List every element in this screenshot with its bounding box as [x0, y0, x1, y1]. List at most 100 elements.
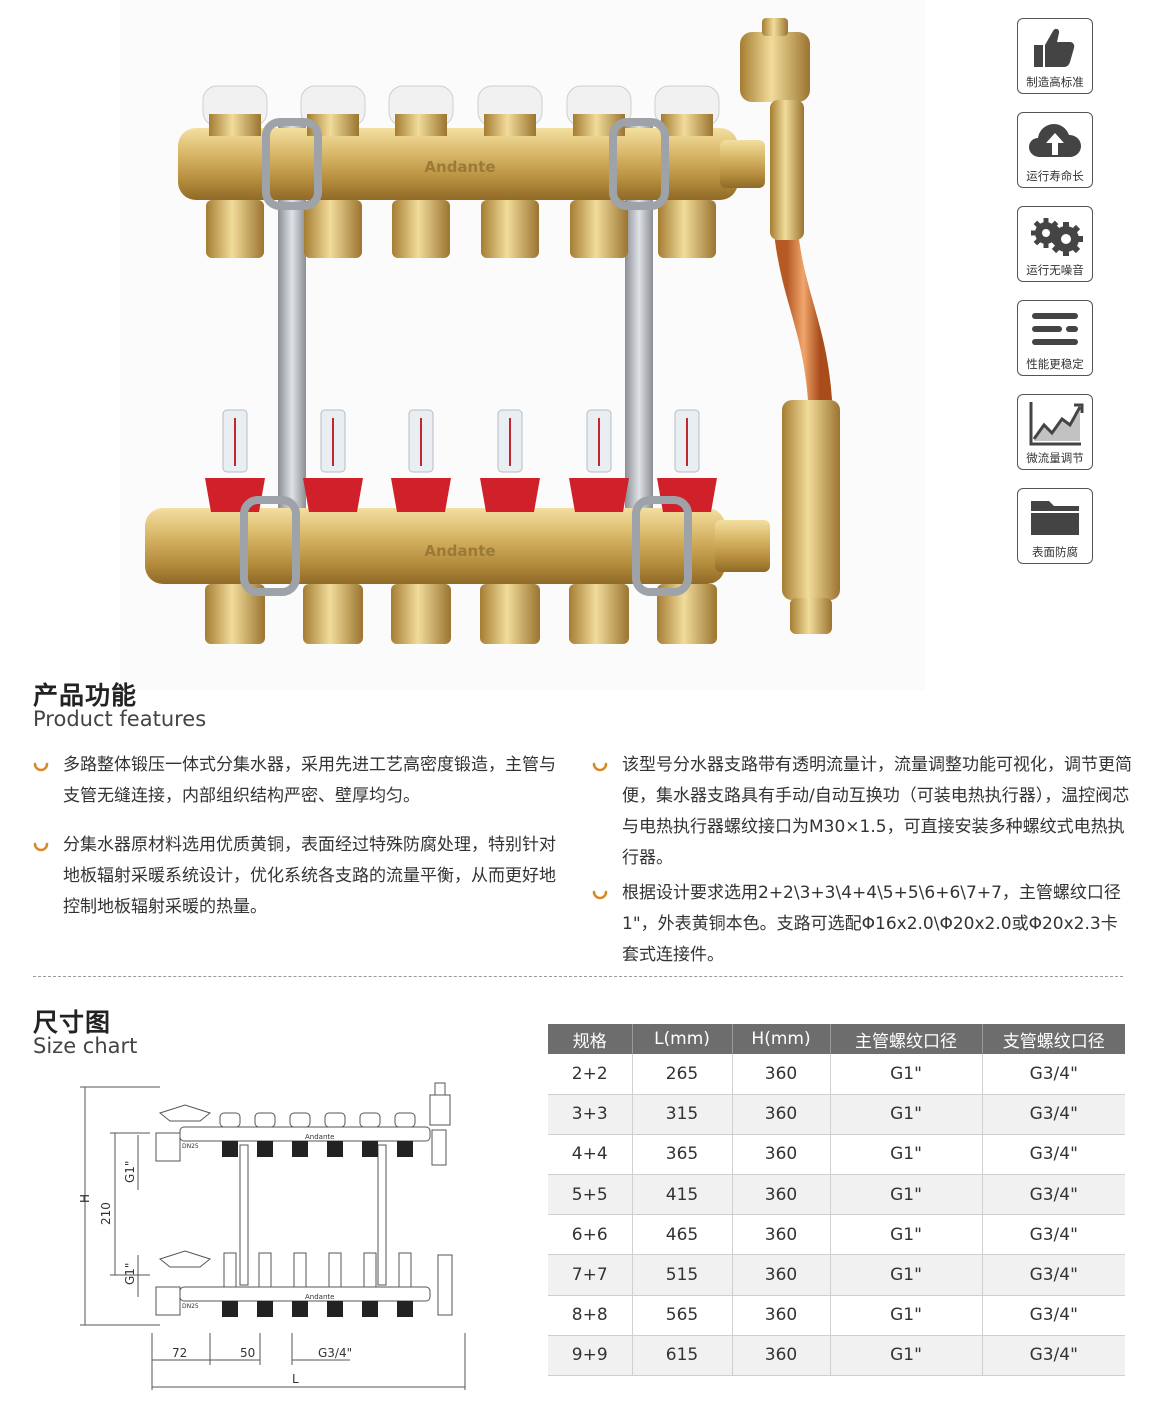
top-outlet-port	[658, 200, 716, 258]
brand-engraving-bottom: Andante	[424, 542, 495, 560]
diagram-bottom-port	[257, 1301, 273, 1317]
top-clamp-left	[262, 118, 322, 210]
size-diagram: H 210 G1" G1" 72 50 G3/4" L Andante Anda…	[60, 1075, 530, 1395]
table-header-row: 规格 L(mm) H(mm) 主管螺纹口径 支管螺纹口径	[548, 1024, 1125, 1054]
diagram-top-port	[292, 1141, 308, 1157]
diagram-top-port	[327, 1141, 343, 1157]
top-outlet-port	[206, 200, 264, 258]
diagram-top-cap	[219, 1112, 241, 1128]
diagram-top-port	[397, 1141, 413, 1157]
diagram-bottom-port	[327, 1301, 343, 1317]
trend-chart-icon	[1026, 399, 1084, 447]
bullet-icon	[33, 838, 49, 854]
bottom-outlet-port	[480, 584, 540, 644]
bracket-left	[278, 120, 306, 540]
diagram-top-cap	[324, 1112, 346, 1128]
red-valve-cap	[205, 478, 265, 512]
diagram-flowmeter	[293, 1252, 307, 1288]
lines-icon	[1026, 305, 1084, 353]
top-outlet-port	[304, 200, 362, 258]
dim-l: L	[292, 1372, 299, 1386]
features-title-en: Product features	[33, 707, 207, 731]
red-valve-cap	[303, 478, 363, 512]
top-outlet-port	[570, 200, 628, 258]
bullet-icon	[33, 758, 49, 774]
diagram-top-port	[222, 1141, 238, 1157]
col-h: H(mm)	[732, 1024, 831, 1054]
dim-72: 72	[172, 1346, 187, 1360]
diagram-dn-bottom: DN25	[182, 1303, 199, 1310]
badge-micro-flow: 微流量调节	[1017, 394, 1093, 470]
red-valve-cap	[480, 478, 540, 512]
bottom-outlet-port	[303, 584, 363, 644]
air-vent-stem	[770, 100, 804, 240]
diagram-flowmeter	[223, 1252, 237, 1288]
cloud-upload-icon	[1026, 117, 1084, 165]
copper-pipe	[775, 228, 832, 412]
badge-anti-corrosion: 表面防腐	[1017, 488, 1093, 564]
bracket-right	[625, 120, 653, 540]
diagram-top-port	[362, 1141, 378, 1157]
drain-cap	[790, 598, 832, 634]
feature-item: 多路整体锻压一体式分集水器，采用先进工艺高密度锻造，主管与支管无缝连接，内部组织…	[33, 750, 563, 812]
dim-g1-bottom: G1"	[123, 1263, 137, 1285]
diagram-top-port	[257, 1141, 273, 1157]
thumbs-up-icon	[1026, 23, 1084, 71]
feature-item: 该型号分水器支路带有透明流量计，流量调整功能可视化，调节更简便，集水器支路具有手…	[592, 750, 1132, 874]
dim-50: 50	[240, 1346, 255, 1360]
diagram-brand-top: Andante	[305, 1133, 334, 1141]
red-valve-cap	[391, 478, 451, 512]
bottom-clamp-left	[240, 496, 300, 596]
top-valve-neck	[484, 114, 536, 136]
ball-valve-body	[782, 400, 840, 600]
diagram-top-cap	[289, 1112, 311, 1128]
badge-stable: 性能更稳定	[1017, 300, 1093, 376]
top-outlet-port	[392, 200, 450, 258]
top-manifold-end	[720, 140, 765, 188]
air-vent-body	[740, 32, 810, 102]
size-title-en: Size chart	[33, 1034, 138, 1058]
diagram-top-cap	[394, 1112, 416, 1128]
badge-silent: 运行无噪音	[1017, 206, 1093, 282]
top-valve-neck	[395, 114, 447, 136]
air-vent-cap	[762, 18, 788, 36]
bottom-manifold-body	[145, 508, 725, 584]
diagram-bottom-port	[397, 1301, 413, 1317]
size-title-cn: 尺寸图	[33, 1008, 112, 1037]
top-outlet-port	[481, 200, 539, 258]
diagram-top-cap	[359, 1112, 381, 1128]
diagram-flowmeter	[363, 1252, 377, 1288]
bottom-clamp-right	[632, 496, 692, 596]
badge-quality: 制造高标准	[1017, 18, 1093, 94]
diagram-flowmeter	[328, 1252, 342, 1288]
features-title-cn: 产品功能	[33, 681, 138, 710]
bottom-manifold-end	[715, 520, 770, 572]
dim-g1-top: G1"	[123, 1161, 137, 1183]
bottom-outlet-port	[391, 584, 451, 644]
features-left-column: 多路整体锻压一体式分集水器，采用先进工艺高密度锻造，主管与支管无缝连接，内部组织…	[33, 750, 563, 941]
feature-item: 分集水器原材料选用优质黄铜，表面经过特殊防腐处理，特别针对地板辐射采暖系统设计，…	[33, 830, 563, 923]
diagram-bottom-port	[362, 1301, 378, 1317]
bullet-icon	[592, 886, 608, 902]
diagram-bottom-port	[222, 1301, 238, 1317]
dim-h: H	[78, 1194, 92, 1203]
top-clamp-right	[609, 118, 669, 210]
diagram-top-cap	[254, 1112, 276, 1128]
gears-icon	[1026, 211, 1084, 259]
bottom-outlet-port	[205, 584, 265, 644]
top-valve-neck	[661, 114, 713, 136]
bottom-outlet-port	[569, 584, 629, 644]
diagram-dn-top: DN25	[182, 1143, 199, 1150]
col-branch-thread: 支管螺纹口径	[982, 1024, 1125, 1054]
col-l: L(mm)	[632, 1024, 733, 1054]
col-main-thread: 主管螺纹口径	[830, 1024, 983, 1054]
feature-item: 根据设计要求选用2+2\3+3\4+4\5+5\6+6\7+7，主管螺纹口径1"…	[592, 878, 1132, 971]
